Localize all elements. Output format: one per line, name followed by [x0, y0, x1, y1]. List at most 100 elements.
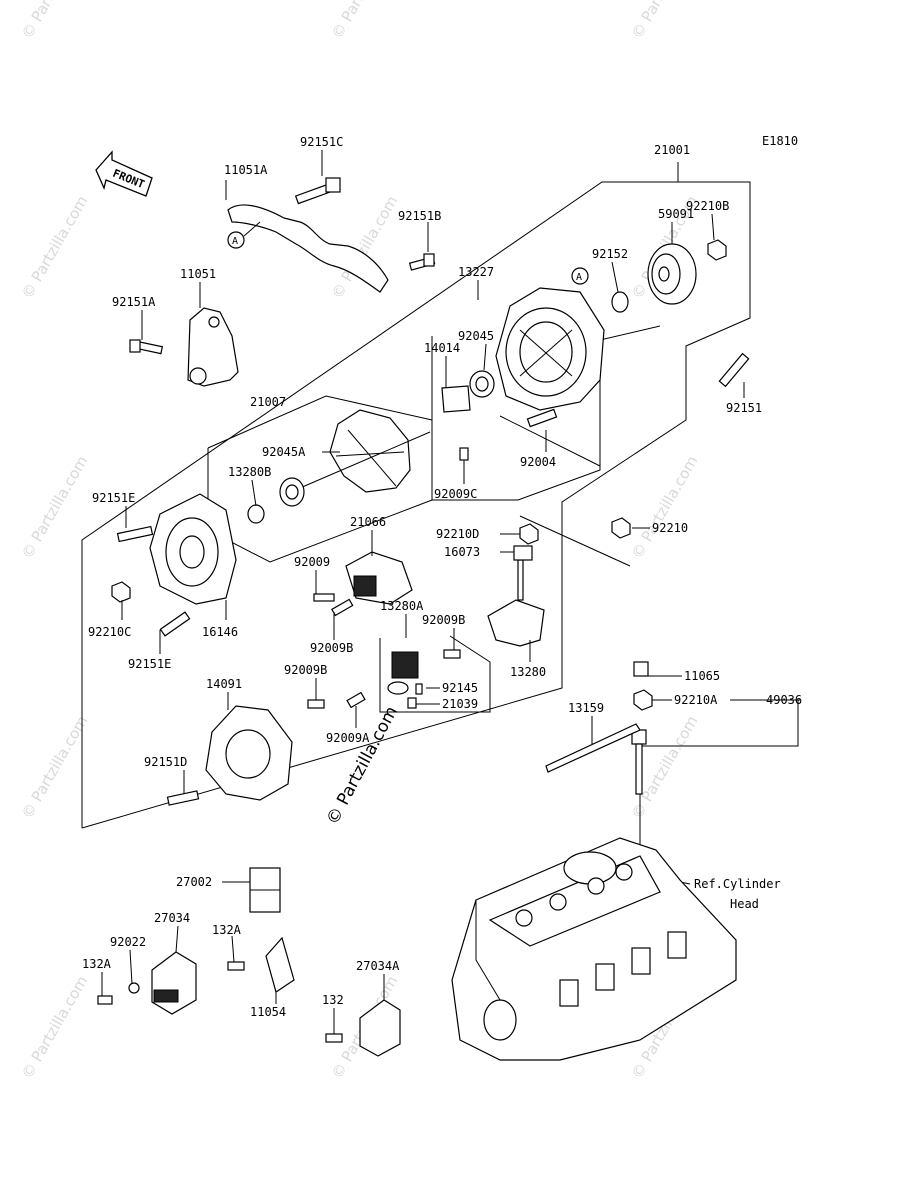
part-label: 13159: [568, 701, 604, 715]
part-label: 92210B: [686, 199, 729, 213]
part-label: 27002: [176, 875, 212, 889]
stud-92004: [526, 408, 558, 428]
part-label: 14091: [206, 677, 242, 691]
bolt-92151a: [129, 339, 164, 355]
nut-92210a: [633, 689, 653, 711]
screw-92009a: [346, 691, 366, 709]
part-label: 92151D: [144, 755, 187, 769]
part-label: 92151C: [300, 135, 343, 149]
part-label: 92151E: [92, 491, 135, 505]
part-label: 92009C: [434, 487, 477, 501]
bolt-92151: [718, 352, 750, 388]
part-label: 21001: [654, 143, 690, 157]
washer-13280b: [247, 504, 265, 524]
bushing-16073: [513, 545, 533, 561]
bolt-92151c: [294, 177, 341, 205]
part-label: 21007: [250, 395, 286, 409]
pulley-59091: [647, 243, 697, 305]
part-label: 92210D: [436, 527, 479, 541]
brush-21039: [407, 697, 417, 709]
bolt-132a: [97, 995, 113, 1005]
watermark: © Partzilla.com: [18, 0, 91, 42]
screw-92009: [313, 593, 335, 602]
part-label: 92151: [726, 401, 762, 415]
part-label: 92210: [652, 521, 688, 535]
part-label: 13280: [510, 665, 546, 679]
part-label: 92152: [592, 247, 628, 261]
part-label: 92151A: [112, 295, 156, 309]
bolt-92151e: [159, 611, 191, 637]
front-arrow-icon: FRONT: [95, 150, 153, 197]
part-label: 92145: [442, 681, 478, 695]
terminal-11065: [633, 661, 649, 677]
part-label: 11065: [684, 669, 720, 683]
part-label: 21066: [350, 515, 386, 529]
part-labels: 92151C 11051A 92151B 11051 92151A 21001 …: [82, 135, 802, 1019]
part-label: 92004: [520, 455, 556, 469]
screw-92009c: [459, 447, 469, 461]
part-label: 92022: [110, 935, 146, 949]
watermark: © Partzilla.com: [628, 453, 701, 562]
plate-14014: [441, 385, 471, 413]
part-label: 16146: [202, 625, 238, 639]
bolt-92151e: [116, 525, 154, 543]
watermark: © Partzilla.com: [628, 0, 701, 42]
part-label: 132: [322, 993, 344, 1007]
callout-a: A: [576, 272, 582, 283]
screw-92009b: [307, 699, 325, 709]
alternator-housing-13227: A: [495, 267, 605, 411]
bracket-11051a: A: [227, 204, 389, 293]
watermark: © Partzilla.com: [323, 703, 402, 828]
watermark: © Partzilla.com: [18, 713, 91, 822]
cylinder-head: [451, 837, 737, 1061]
brush-bracket-13280: [487, 559, 545, 647]
part-label: 11051: [180, 267, 216, 281]
cover-14091: [205, 705, 293, 801]
washer-92022: [128, 982, 140, 994]
bolt-132a: [227, 961, 245, 971]
part-label: 59091: [658, 207, 694, 221]
bracket-11054: [265, 936, 295, 993]
part-label: 13280A: [380, 599, 424, 613]
part-label: 49036: [766, 693, 802, 707]
nut-92210c: [111, 581, 131, 603]
part-label: 16073: [444, 545, 480, 559]
part-label: 92009A: [326, 731, 370, 745]
nut-92210d: [519, 523, 539, 545]
ref-cylinder-label: Head: [730, 897, 759, 911]
leader-lines: [101, 150, 745, 1034]
part-label: 92151B: [398, 209, 441, 223]
relay-27034: [151, 951, 197, 1015]
part-label: 92009B: [284, 663, 327, 677]
part-label: 92009: [294, 555, 330, 569]
bearing-92045: [469, 370, 495, 398]
brush-holder-13280a: [387, 651, 419, 695]
screw-92009b: [331, 598, 354, 617]
part-label: 11051A: [224, 163, 268, 177]
diagram-code: E1810: [762, 134, 798, 148]
rotor-21007: [299, 409, 431, 493]
part-label: 132A: [212, 923, 242, 937]
part-label: 92009B: [310, 641, 353, 655]
nut-92210b: [707, 239, 727, 261]
callout-a: A: [232, 236, 238, 247]
part-label: 92045A: [262, 445, 306, 459]
bolt-92151d: [166, 790, 200, 806]
part-label: 92045: [458, 329, 494, 343]
part-label: 132A: [82, 957, 112, 971]
spring-92145: [415, 683, 423, 695]
screw-92009b: [443, 649, 461, 659]
watermark: © Partzilla.com: [18, 193, 91, 302]
bolt-132: [325, 1033, 343, 1043]
part-label: 13227: [458, 265, 494, 279]
collar-92152: [611, 291, 629, 313]
glow-plug-49036: [631, 729, 647, 795]
part-label: 92210C: [88, 625, 131, 639]
watermark: © Partzilla.com: [328, 0, 401, 42]
part-label: 21039: [442, 697, 478, 711]
part-label: 11054: [250, 1005, 286, 1019]
watermark: © Partzilla.com: [18, 453, 91, 562]
relay-27002: [249, 867, 281, 913]
rear-housing-16146: [149, 493, 237, 605]
bolt-92151b: [408, 253, 436, 271]
